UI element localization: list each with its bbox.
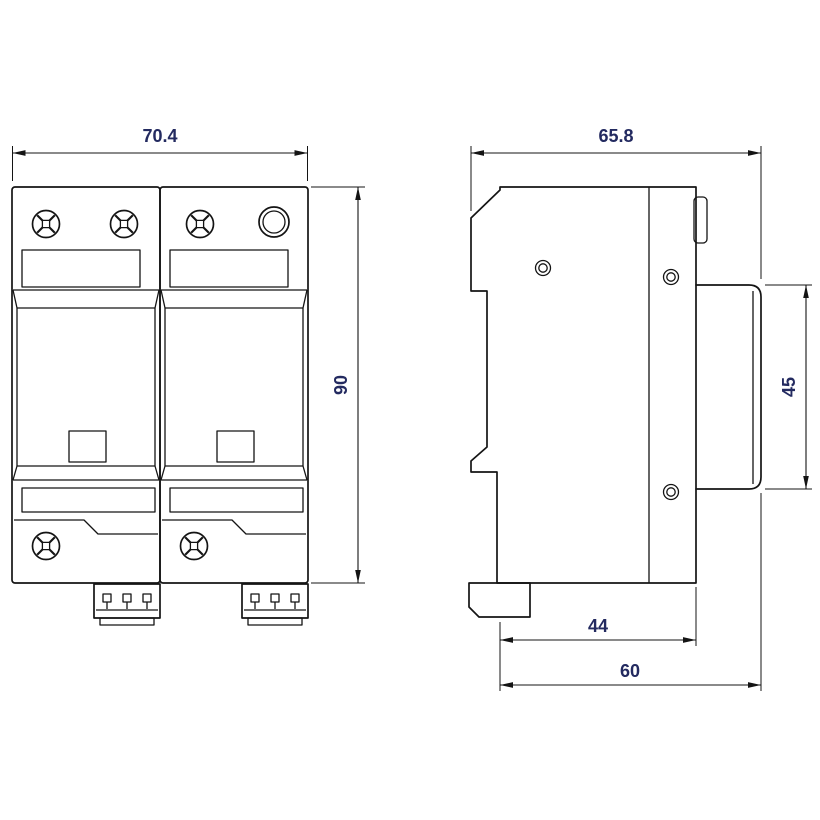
module-right	[159, 186, 309, 626]
din-clip-foot	[468, 582, 531, 618]
side-body-outline	[470, 186, 697, 584]
terminal-screw-icon	[31, 531, 61, 561]
front-view: 70.4 90	[11, 126, 365, 626]
plug-module-profile	[695, 284, 762, 490]
dim-body-width-label: 44	[588, 616, 608, 636]
dimension-front-width: 70.4	[12, 126, 308, 181]
label-window-bottom	[169, 487, 304, 513]
terminal-screw-icon	[185, 209, 215, 239]
dim-front-height-label: 90	[331, 375, 351, 395]
dim-front-width-label: 70.4	[142, 126, 177, 146]
side-view: 65.8 45 44 60	[468, 126, 812, 691]
round-port-icon	[258, 206, 290, 238]
release-latch	[693, 196, 708, 244]
dimension-front-height: 90	[311, 186, 365, 584]
module-left	[11, 186, 161, 626]
screw-hole-icon	[662, 268, 680, 286]
label-window	[169, 249, 289, 288]
dimension-body-width: 44	[499, 587, 697, 691]
screw-hole-icon	[534, 259, 552, 277]
terminal-screw-icon	[31, 209, 61, 239]
screw-hole-icon	[662, 483, 680, 501]
indicator-window	[216, 430, 255, 463]
dimension-module-height: 45	[765, 284, 812, 490]
dimension-side-width: 65.8	[470, 126, 762, 279]
dim-module-height-label: 45	[779, 377, 799, 397]
terminal-block	[93, 583, 161, 626]
terminal-block	[241, 583, 309, 626]
terminal-screw-icon	[109, 209, 139, 239]
dimension-front-face-width: 60	[500, 493, 762, 691]
label-window	[21, 249, 141, 288]
label-window-bottom	[21, 487, 156, 513]
dim-side-width-label: 65.8	[598, 126, 633, 146]
dim-front-face-width-label: 60	[620, 661, 640, 681]
indicator-window	[68, 430, 107, 463]
terminal-screw-icon	[179, 531, 209, 561]
